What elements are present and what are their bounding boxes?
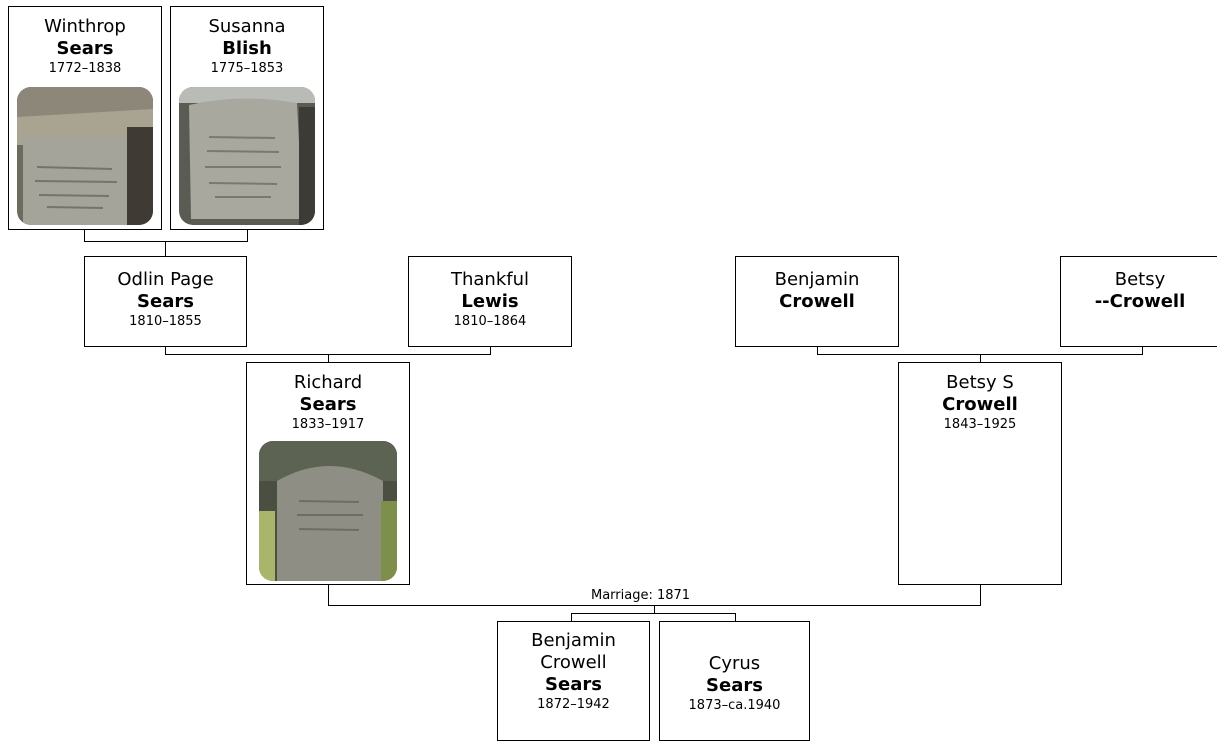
connector-children-bar [571,613,736,621]
gravestone-photo[interactable] [179,87,315,225]
life-dates: 1833–1917 [291,417,365,432]
given-name-line-2: Crowell [540,652,607,673]
given-name: Betsy S [946,372,1014,393]
given-name: Benjamin [774,269,860,290]
connector-benjamin-betsy [817,346,1143,355]
surname: --Crowell [1094,291,1186,312]
surname: Sears [706,675,763,696]
marriage-label: Marriage: 1871 [590,588,692,603]
surname: Crowell [779,291,855,312]
surname: Sears [56,38,114,59]
given-name: Odlin Page [117,269,214,290]
surname: Lewis [461,291,519,312]
person-card-thankful-lewis[interactable]: Thankful Lewis 1810–1864 [408,256,572,347]
given-name: Winthrop [44,16,126,37]
person-card-benjamin-crowell-sears[interactable]: Benjamin Crowell Sears 1872–1942 [497,621,650,741]
person-card-susanna-blish[interactable]: Susanna Blish 1775–1853 [170,6,324,230]
given-name: Thankful [450,269,529,290]
given-name: Susanna [208,16,286,37]
person-card-betsy-s-crowell[interactable]: Betsy S Crowell 1843–1925 [898,362,1062,585]
life-dates: 1810–1864 [453,314,527,329]
life-dates: 1810–1855 [129,314,202,329]
connector-odlin-thankful [165,346,491,355]
gravestone-photo[interactable] [17,87,153,225]
given-name: Betsy [1114,269,1166,290]
gravestone-photo[interactable] [259,441,397,581]
surname: Sears [137,291,194,312]
given-name: Cyrus [708,653,761,674]
person-card-benjamin-crowell[interactable]: Benjamin Crowell [735,256,899,347]
life-dates: 1873–ca.1940 [688,698,781,713]
connector-winthrop-susanna [84,229,248,242]
surname: Sears [545,674,602,695]
person-card-richard-sears[interactable]: Richard Sears 1833–1917 [246,362,410,585]
surname: Blish [222,38,272,59]
given-name: Richard [293,372,363,393]
surname: Sears [299,394,357,415]
life-dates: 1872–1942 [537,697,610,712]
person-card-odlin-page-sears[interactable]: Odlin Page Sears 1810–1855 [84,256,247,347]
life-dates: 1843–1925 [943,417,1017,432]
surname: Crowell [942,394,1018,415]
life-dates: 1772–1838 [48,61,122,76]
given-name-line-1: Benjamin [531,630,616,651]
life-dates: 1775–1853 [210,61,284,76]
person-card-winthrop-sears[interactable]: Winthrop Sears 1772–1838 [8,6,162,230]
person-card-betsy-crowell[interactable]: Betsy --Crowell [1060,256,1217,347]
person-card-cyrus-sears[interactable]: Cyrus Sears 1873–ca.1940 [659,621,810,741]
